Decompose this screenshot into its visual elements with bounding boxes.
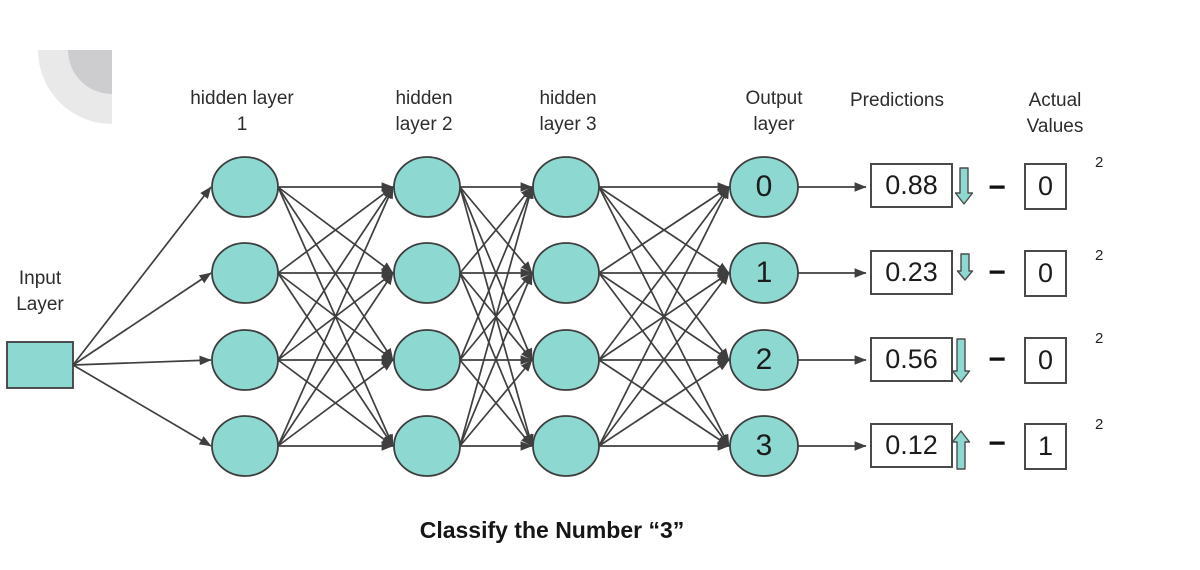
connection-edge [598,359,730,447]
hidden-node [393,415,461,477]
trend-arrow-shape [954,167,974,205]
connection-edge [277,272,394,447]
output-node-label: 2 [755,343,773,376]
trend-down-arrow [950,338,972,388]
hidden-node [211,415,279,477]
minus-operator: − [988,256,1006,289]
actual-value-box: 0 [1024,163,1067,210]
hidden-node [532,415,600,477]
predictions-label: Predictions [850,90,944,111]
connection-edge [72,186,212,366]
hidden-node [532,156,600,218]
hidden-node [211,242,279,304]
output-node [729,329,799,391]
trend-down-arrow [953,167,975,210]
exponent-label: 2 [1095,247,1104,264]
hidden-node [532,242,600,304]
connection-edge [459,186,533,361]
trend-arrow-shape [956,253,974,281]
connection-edge [459,186,533,274]
connection-edge [72,355,212,366]
hidden-node [211,329,279,391]
connection-edge [277,186,394,274]
prediction-value-box: 0.56 [870,337,953,382]
output-node-label: 3 [755,429,773,462]
hidden-layer-2-label: hidden layer 2 [395,88,453,135]
output-node [729,415,799,477]
hidden-node [532,329,600,391]
connection-edge [277,359,394,447]
prediction-value-box: 0.88 [870,163,953,208]
diagram-title: Classify the Number “3” [419,517,685,543]
trend-arrow-shape [951,430,971,470]
input-layer-label: Input Layer [16,268,64,315]
exponent-label: 2 [1095,154,1104,171]
connection-edge [598,186,730,447]
hidden-node [393,156,461,218]
hidden-node [393,242,461,304]
hidden-node [211,156,279,218]
output-node-label: 0 [755,170,773,203]
connection-edge [598,186,730,274]
prediction-value-box: 0.23 [870,250,953,295]
connection-edge [598,272,730,447]
actual-value-box: 0 [1024,250,1067,297]
minus-operator: − [988,171,1006,204]
connection-edge [72,364,212,447]
hidden-layer-1-label: hidden layer 1 [190,88,294,135]
connection-edge [459,272,533,447]
hidden-node [393,329,461,391]
output-node [729,242,799,304]
hidden-layer-3-label: hidden layer 3 [539,88,597,135]
exponent-label: 2 [1095,330,1104,347]
prediction-value-box: 0.12 [870,423,953,468]
corner-decoration [38,50,112,124]
trend-down-arrow [954,253,976,286]
connection-edge [277,186,394,447]
actual-value-box: 1 [1024,423,1067,470]
connection-edge [459,186,534,447]
output-node-label: 1 [755,256,773,289]
connection-edge [459,359,533,447]
trend-up-arrow [950,430,972,475]
output-layer-label: Output layer [745,88,803,135]
output-node [729,156,799,218]
connection-edge [72,272,212,366]
exponent-label: 2 [1095,416,1104,433]
corner-arc-inner [68,50,112,94]
connection-edge [598,186,730,361]
actual-value-box: 0 [1024,337,1067,384]
actual-values-label: Actual Values [1026,90,1084,137]
trend-arrow-shape [951,338,971,383]
connection-edge [277,186,394,361]
input-node [6,341,74,389]
minus-operator: − [988,427,1006,460]
minus-operator: − [988,343,1006,376]
